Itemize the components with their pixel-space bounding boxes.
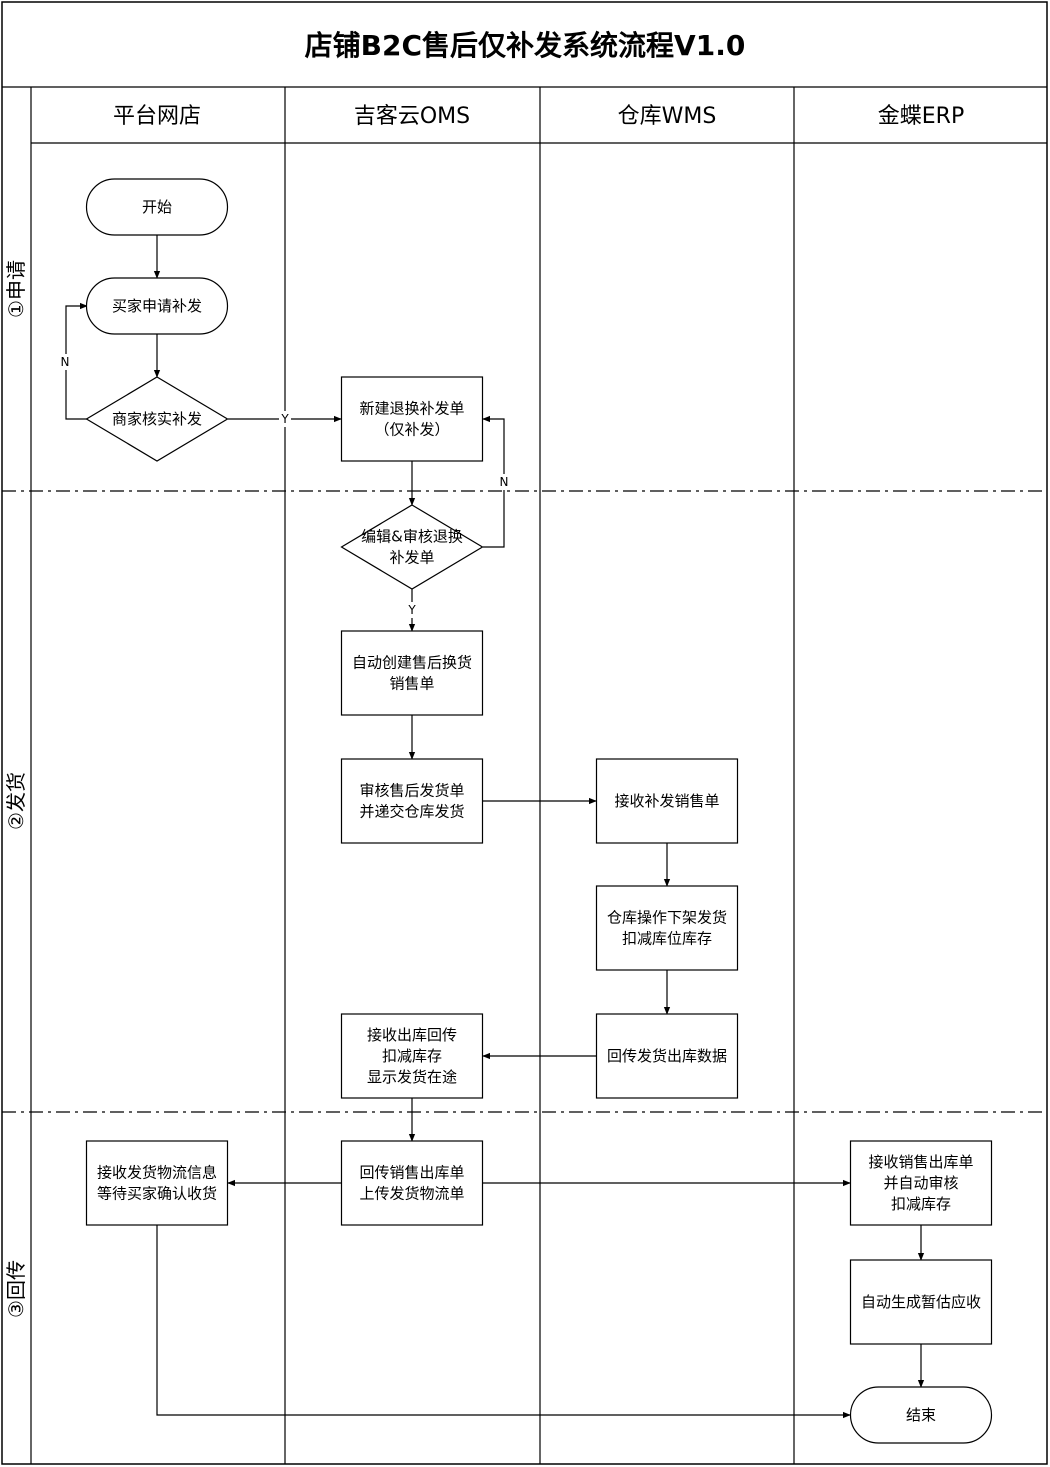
node-label-line: 买家申请补发 <box>112 297 202 315</box>
process-shape <box>595 1013 739 1099</box>
edge-label-n: N <box>500 475 509 489</box>
node-label-line: 扣减库存 <box>382 1047 442 1065</box>
node-label-line: 回传发货出库数据 <box>607 1047 727 1065</box>
decision-shape <box>85 376 229 462</box>
decision-shape <box>340 504 484 590</box>
process-shape <box>85 1140 229 1226</box>
node-buyer-apply: 买家申请补发 <box>85 277 229 335</box>
diagram-title: 店铺B2C售后仅补发系统流程V1.0 <box>305 29 746 62</box>
edge-platform-receive-to-end <box>156 1225 851 1419</box>
edge-label-y: Y <box>280 412 289 426</box>
edge-label-background <box>498 474 510 490</box>
node-label-line: 并递交仓库发货 <box>359 803 464 821</box>
node-label-line: 接收补发销售单 <box>614 792 719 810</box>
edge-label-background <box>279 411 291 427</box>
node-label-line: 接收出库回传 <box>367 1026 457 1044</box>
node-label-line: 扣减库位库存 <box>622 930 712 948</box>
edge-label-n: N <box>61 355 70 369</box>
node-label-line: 结束 <box>906 1406 936 1424</box>
node-label-line: 接收发货物流信息 <box>97 1164 217 1182</box>
terminal-shape <box>85 178 229 236</box>
node-end: 结束 <box>849 1386 993 1444</box>
edge-labels-layer: N Y N Y <box>59 354 510 618</box>
edges-layer <box>65 235 925 1419</box>
node-start: 开始 <box>85 178 229 236</box>
process-shape <box>595 885 739 971</box>
terminal-shape <box>849 1386 993 1444</box>
lane-header-wms: 仓库WMS <box>618 104 717 129</box>
node-label-line: 审核售后发货单 <box>359 782 464 800</box>
terminal-shape <box>85 277 229 335</box>
node-label-line: 显示发货在途 <box>367 1068 457 1086</box>
edge-label-background <box>59 354 71 370</box>
lane-header-erp: 金蝶ERP <box>878 104 964 129</box>
node-label-line: 扣减库存 <box>891 1195 951 1213</box>
node-merchant-verify: 商家核实补发 <box>85 376 229 462</box>
lane-header-oms: 吉客云OMS <box>354 104 470 129</box>
process-shape <box>340 630 484 716</box>
process-shape <box>595 758 739 844</box>
lane-header-platform: 平台网店 <box>113 104 201 129</box>
nodes-layer: 开始买家申请补发商家核实补发新建退换补发单（仅补发）编辑&审核退换补发单自动创建… <box>85 178 993 1444</box>
node-label-line: （仅补发） <box>374 421 449 439</box>
node-wms-return: 回传发货出库数据 <box>595 1013 739 1099</box>
node-label-line: 仓库操作下架发货 <box>607 909 727 927</box>
process-shape <box>340 1013 484 1099</box>
process-shape <box>849 1259 993 1345</box>
edge-label-background <box>406 602 418 618</box>
node-label-line: 回传销售出库单 <box>359 1164 464 1182</box>
node-erp-ar: 自动生成暂估应收 <box>849 1259 993 1345</box>
node-label-line: 编辑&审核退换 <box>361 528 463 546</box>
node-create-order: 新建退换补发单 （仅补发） <box>340 376 484 462</box>
edge-label-y: Y <box>407 603 416 617</box>
phase-label-ship: ②发货 <box>4 772 28 830</box>
phase-label-apply: ①申请 <box>4 260 28 318</box>
process-shape <box>340 376 484 462</box>
node-label-line: 补发单 <box>389 549 434 567</box>
phase-label-return: ③回传 <box>4 1260 28 1318</box>
node-label-line: 新建退换补发单 <box>359 400 464 418</box>
node-label-line: 销售单 <box>389 675 434 693</box>
node-wms-receive: 接收补发销售单 <box>595 758 739 844</box>
node-label-line: 自动创建售后换货 <box>352 654 472 672</box>
node-label-line: 开始 <box>142 198 172 216</box>
node-label-line: 等待买家确认收货 <box>97 1185 217 1203</box>
node-label-line: 上传发货物流单 <box>359 1185 464 1203</box>
process-shape <box>340 1140 484 1226</box>
process-shape <box>849 1140 993 1226</box>
process-shape <box>340 758 484 844</box>
node-label-line: 商家核实补发 <box>112 410 202 428</box>
node-label-line: 并自动审核 <box>883 1174 958 1192</box>
node-label-line: 自动生成暂估应收 <box>861 1293 981 1311</box>
node-label-line: 接收销售出库单 <box>868 1153 973 1171</box>
